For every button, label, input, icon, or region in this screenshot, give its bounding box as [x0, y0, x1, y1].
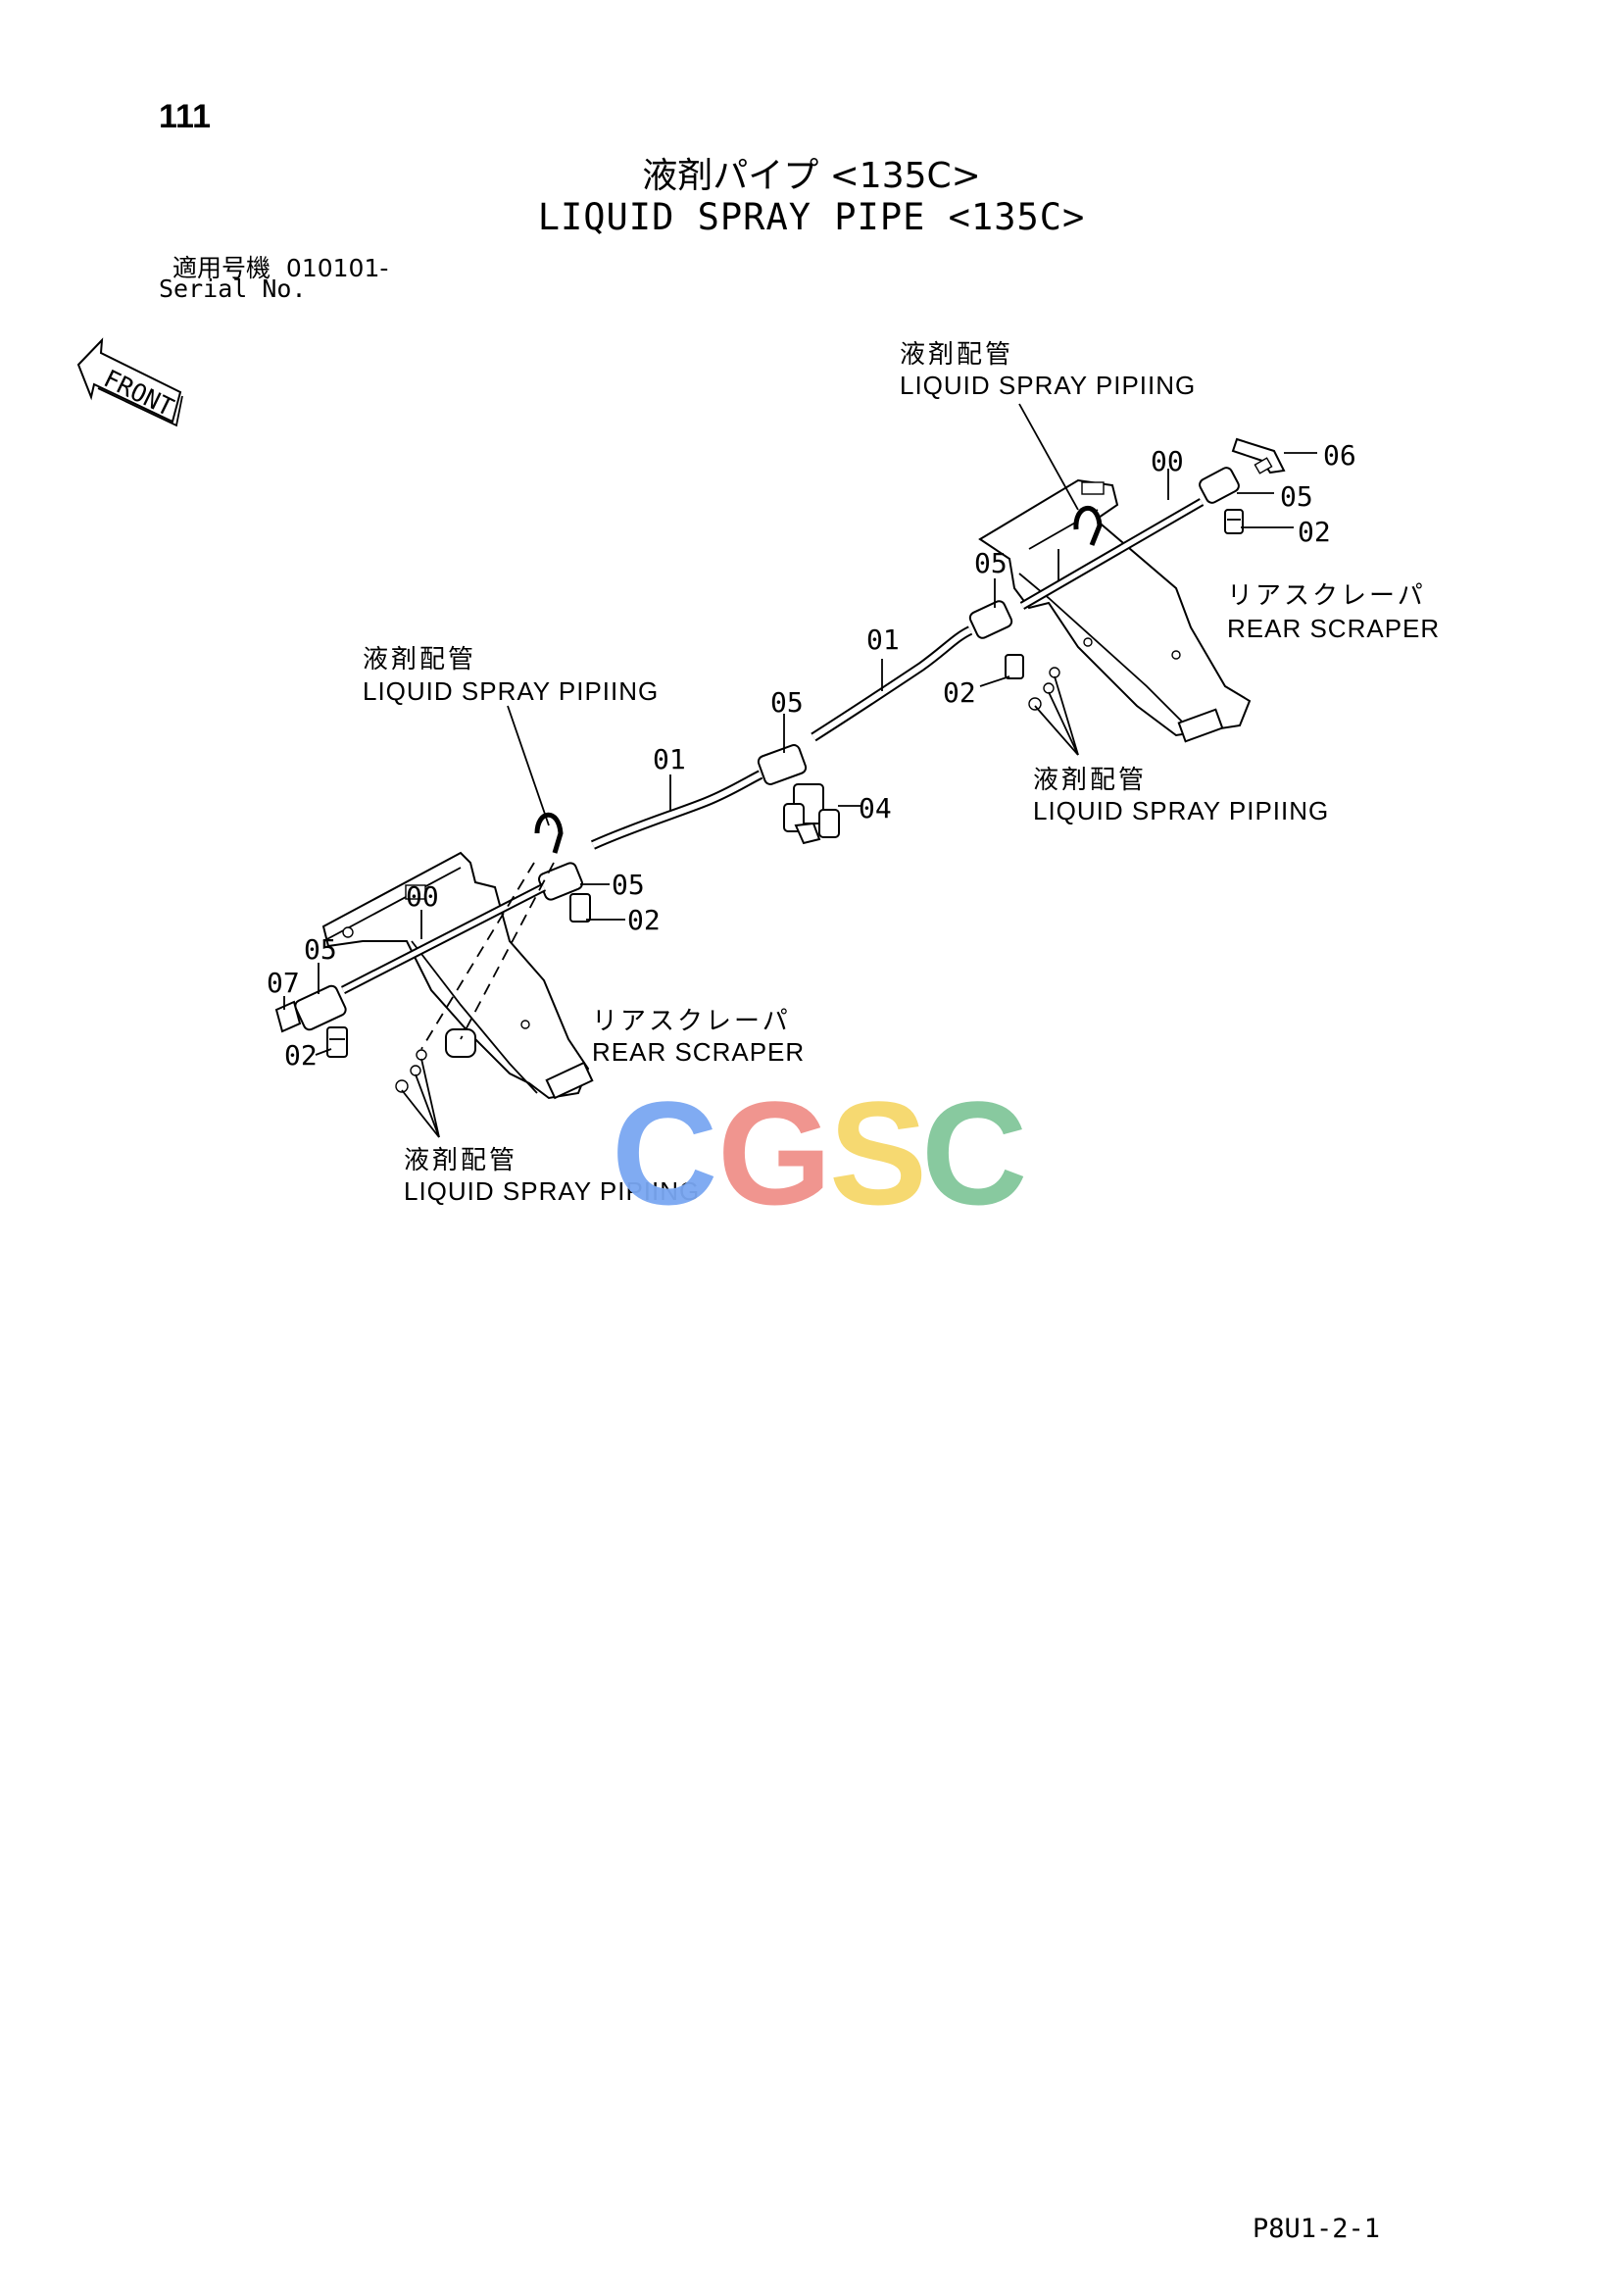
callout-bottom-left-jp: 液剤配管: [404, 1146, 517, 1175]
part-number-05-right: 05: [1280, 480, 1313, 513]
serial-label-jp: 適用号機 010101-: [172, 249, 388, 284]
page-title-jp: 液剤パイプ <135C>: [642, 156, 981, 196]
callout-top-right-jp: 液剤配管: [900, 340, 1013, 370]
spray-pipe-assembly: [274, 437, 1286, 1093]
rear-scraper-right-drawing: [978, 478, 1252, 743]
part-number-05-left-end: 05: [304, 933, 337, 966]
front-arrow-icon: FRONT: [76, 337, 183, 427]
footer-code: P8U1-2-1: [1253, 2214, 1381, 2244]
rear-scraper-left-drawing: [321, 851, 594, 1100]
part-number-05-upper-mid: 05: [974, 547, 1008, 579]
part-number-05-center: 05: [770, 686, 804, 719]
rear-scraper-left-jp: リアスクレーパ: [592, 1007, 791, 1036]
callout-left-upper-jp: 液剤配管: [363, 645, 476, 674]
page-number: 111: [159, 98, 211, 135]
serial-value: 010101-: [285, 254, 389, 282]
rear-scraper-left-en: REAR SCRAPER: [592, 1037, 805, 1067]
part-number-01-left: 01: [653, 743, 686, 775]
serial-label-en: Serial No.: [159, 275, 307, 303]
part-number-07: 07: [267, 967, 300, 999]
rear-scraper-right-en: REAR SCRAPER: [1227, 614, 1440, 643]
part-number-01-right: 01: [866, 624, 900, 656]
watermark-letter-3: S: [829, 1071, 927, 1235]
bolt-icons: [395, 667, 1060, 1093]
part-number-02-left-tee: 02: [627, 904, 661, 936]
part-number-02-mid: 02: [943, 676, 976, 709]
part-number-00-left: 00: [406, 880, 439, 913]
watermark-letter-4: C: [921, 1071, 1027, 1235]
callout-right-lower-jp: 液剤配管: [1033, 766, 1147, 795]
callout-top-right-en: LIQUID SPRAY PIPIING: [900, 371, 1196, 400]
leader-lines: [283, 403, 1317, 1138]
part-number-00-right: 00: [1151, 445, 1184, 477]
valve-04-drawing: [783, 783, 840, 845]
cgsc-watermark: C G S C: [612, 1071, 1027, 1235]
part-number-02-left-end: 02: [284, 1039, 318, 1072]
watermark-letter-2: G: [717, 1071, 832, 1235]
serial-label-jp-text: 適用号機: [172, 254, 271, 282]
callout-left-upper-en: LIQUID SPRAY PIPIING: [363, 676, 659, 706]
part-number-04: 04: [859, 792, 892, 824]
watermark-letter-1: C: [612, 1071, 717, 1235]
callout-bottom-left-en: LIQUID SPRAY PIPIING: [404, 1176, 700, 1206]
part-number-05-left-tee: 05: [612, 869, 645, 901]
part-number-02-right: 02: [1298, 516, 1331, 548]
page-title-en: LIQUID SPRAY PIPE <135C>: [537, 196, 1086, 238]
rear-scraper-right-jp: リアスクレーパ: [1227, 581, 1426, 611]
part-number-06: 06: [1323, 439, 1356, 472]
callout-right-lower-en: LIQUID SPRAY PIPIING: [1033, 796, 1329, 825]
